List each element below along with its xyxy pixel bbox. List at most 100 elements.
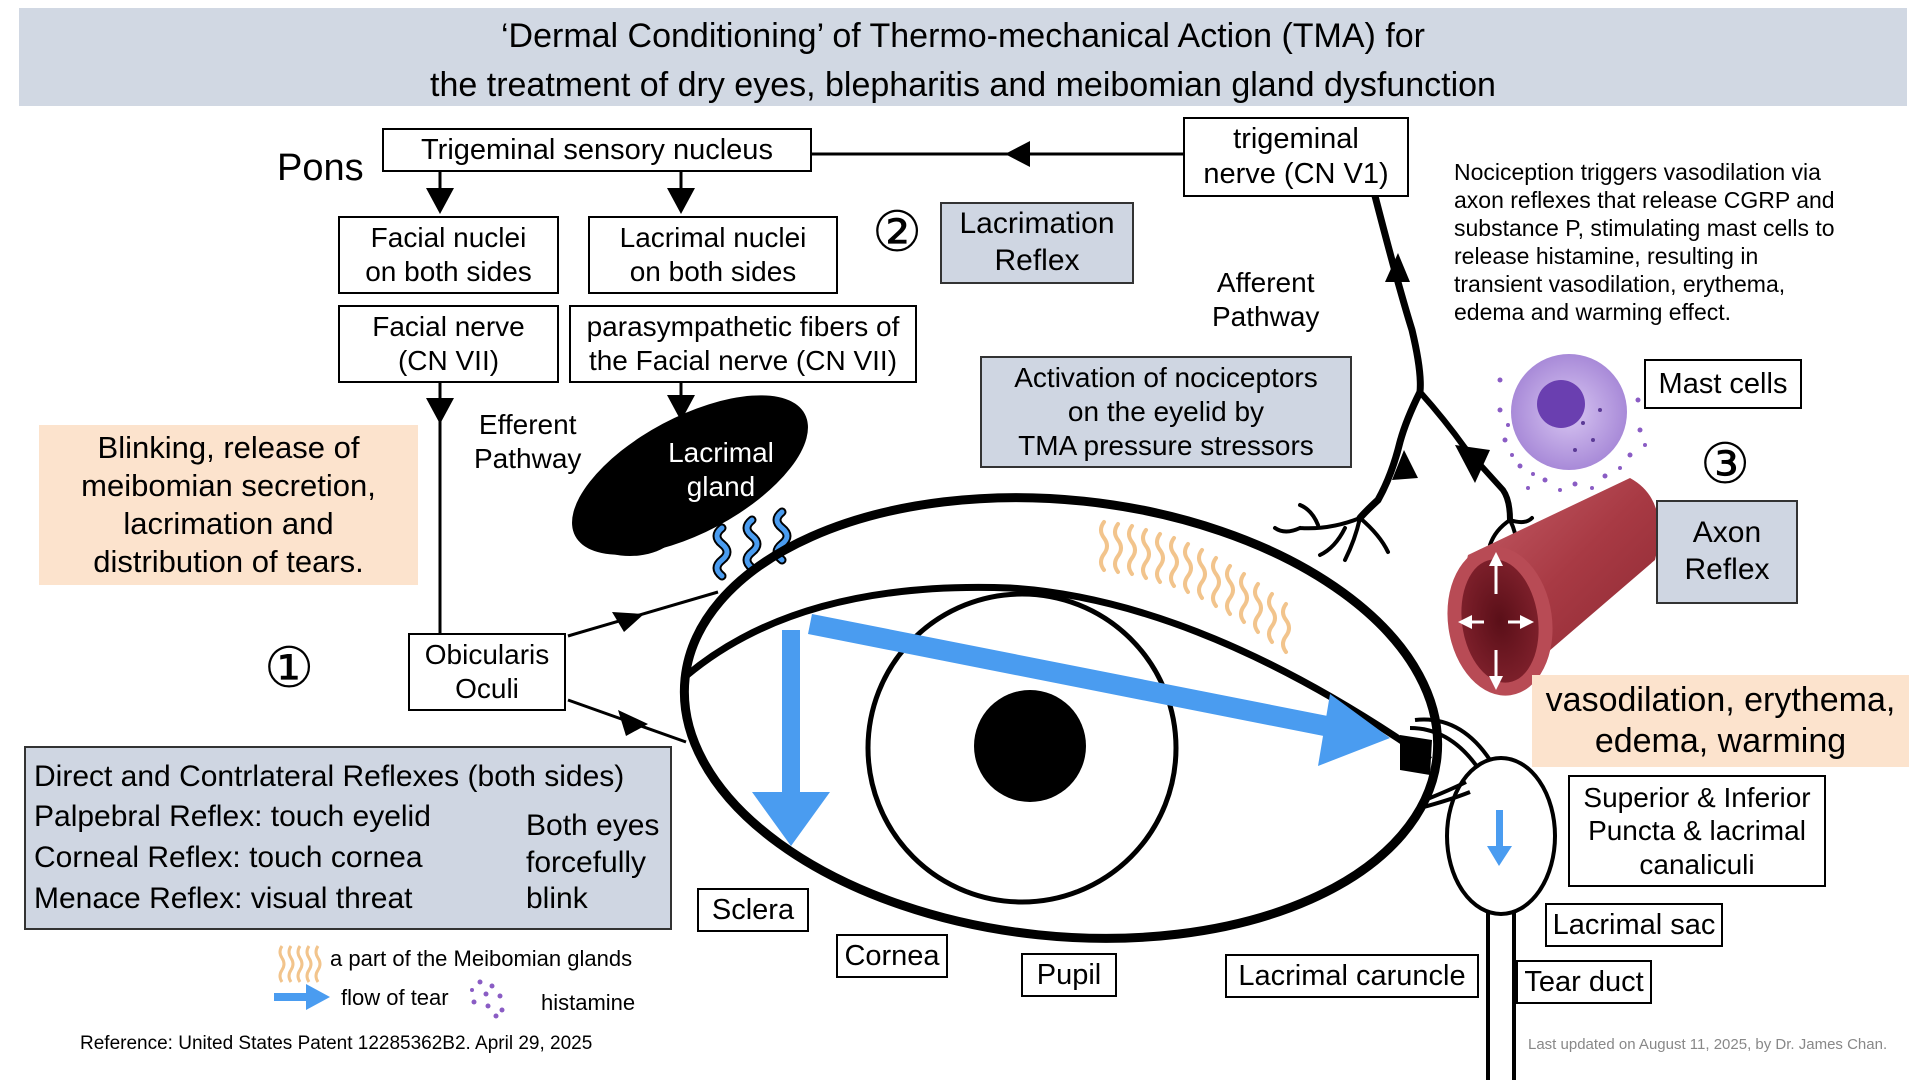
reflexes-header: Direct and Contrlateral Reflexes (both s… — [34, 760, 625, 793]
trigeminal-sensory-nucleus-box: Trigeminal sensory nucleus — [382, 128, 812, 172]
nociception-line-5: transient vasodilation, erythema, — [1454, 271, 1786, 298]
nociceptor-activation-box: Activation of nociceptors on the eyelid … — [980, 356, 1352, 468]
parasympathetic-line-1: parasympathetic fibers of — [586, 311, 900, 343]
vasodilation-line-2: edema, warming — [1594, 722, 1847, 760]
afferent-pathway-label: Afferent Pathway — [1212, 266, 1319, 333]
pupil-text: Pupil — [1036, 958, 1102, 991]
nerve-branch-icon — [1273, 192, 1534, 562]
cornea-label: Cornea — [836, 934, 948, 978]
legend-histamine-text: histamine — [541, 990, 636, 1015]
efferent-line-2: Pathway — [474, 442, 582, 474]
menace-reflex-row: Menace Reflex: visual threat — [34, 882, 413, 915]
sclera-text: Sclera — [711, 893, 795, 926]
trigeminal-sensory-nucleus-text: Trigeminal sensory nucleus — [421, 133, 773, 166]
blinking-line-1: Blinking, release of — [97, 430, 360, 466]
nociception-line-3: substance P, stimulating mast cells to — [1454, 215, 1835, 242]
legend-flow-text: flow of tear — [341, 985, 449, 1010]
facial-nerve-line-2: (CN VII) — [397, 345, 500, 376]
pons-label: Pons — [277, 147, 364, 189]
lacrimal-gland-line-1: Lacrimal — [668, 437, 774, 468]
facial-nuclei-line-2: on both sides — [365, 256, 532, 287]
parasympathetic-fibers-box: parasympathetic fibers of the Facial ner… — [569, 305, 917, 383]
axon-reflex-line-1: Axon — [1692, 516, 1762, 550]
mast-cell-icon — [1497, 354, 1647, 492]
obicularis-oculi-box: Obicularis Oculi — [408, 633, 566, 711]
reflex-result: Both eyes forcefully blink — [526, 808, 659, 918]
axon-reflex-line-2: Reflex — [1684, 553, 1770, 586]
title-line-2: the treatment of dry eyes, blepharitis a… — [430, 66, 1496, 104]
activation-line-2: on the eyelid by — [1067, 395, 1265, 427]
eye-shape — [679, 493, 1443, 943]
step-one-marker: ① — [264, 636, 315, 699]
blinking-line-3: lacrimation and — [123, 506, 334, 541]
vasodilation-line-1: vasodilation, erythema, — [1545, 680, 1896, 719]
lacrimal-nuclei-line-1: Lacrimal nuclei — [619, 222, 807, 254]
tear-duct-text: Tear duct — [1524, 965, 1644, 998]
nociception-description: Nociception triggers vasodilation via ax… — [1454, 158, 1835, 326]
title-line-1: ‘Dermal Conditioning’ of Thermo-mechanic… — [500, 17, 1425, 55]
puncta-line-1: Superior & Inferior — [1583, 781, 1811, 813]
sclera-label: Sclera — [697, 888, 809, 932]
facial-nerve-box: Facial nerve (CN VII) — [338, 305, 559, 383]
trigeminal-nerve-line-2: nerve (CN V1) — [1203, 158, 1389, 190]
title-banner: ‘Dermal Conditioning’ of Thermo-mechanic… — [19, 8, 1907, 106]
blinking-line-2: meibomian secretion, — [81, 468, 376, 504]
reflex-result-line-2: forcefully — [526, 845, 647, 879]
nociception-line-4: release histamine, resulting in — [1454, 243, 1759, 270]
lacrimal-caruncle-label: Lacrimal caruncle — [1225, 954, 1479, 998]
trigeminal-nerve-line-1: trigeminal — [1233, 123, 1359, 156]
blinking-effect-box: Blinking, release of meibomian secretion… — [39, 425, 418, 585]
tear-duct-label: Tear duct — [1516, 960, 1652, 1004]
step-two-marker: ② — [872, 200, 923, 263]
lacrimal-caruncle-text: Lacrimal caruncle — [1238, 959, 1466, 992]
pupil-label: Pupil — [1021, 953, 1117, 997]
facial-nuclei-box: Facial nuclei on both sides — [338, 216, 559, 294]
step-three-marker: ③ — [1700, 432, 1751, 495]
reference-text: Reference: United States Patent 12285362… — [80, 1033, 593, 1054]
lacrimation-reflex-line-1: Lacrimation — [959, 207, 1115, 241]
facial-nuclei-line-1: Facial nuclei — [370, 222, 527, 254]
reflex-result-line-1: Both eyes — [526, 809, 660, 842]
lacrimal-gland-line-2: gland — [686, 470, 756, 502]
puncta-label: Superior & Inferior Puncta & lacrimal ca… — [1568, 775, 1826, 887]
cornea-text: Cornea — [844, 939, 940, 972]
parasympathetic-line-2: the Facial nerve (CN VII) — [588, 345, 898, 376]
lacrimal-sac-label: Lacrimal sac — [1545, 903, 1723, 947]
facial-nerve-line-1: Facial nerve — [372, 311, 525, 343]
lacrimal-nuclei-box: Lacrimal nuclei on both sides — [588, 216, 838, 294]
palpebral-reflex-row: Palpebral Reflex: touch eyelid — [34, 800, 431, 833]
reflex-result-line-3: blink — [526, 882, 588, 916]
meibomian-gland-squiggles — [1099, 520, 1291, 654]
legend-meibomian-text: a part of the Meibomian glands — [330, 946, 633, 971]
tear-flow-arrows — [752, 614, 1512, 866]
lacrimal-gland-label: Lacrimal gland — [658, 436, 784, 503]
efferent-pathway-label: Efferent Pathway — [474, 408, 581, 475]
legend-flow-swatch — [274, 984, 330, 1010]
nociception-line-1: Nociception triggers vasodilation via — [1454, 159, 1821, 185]
lacrimation-reflex-box: Lacrimation Reflex — [940, 202, 1134, 284]
reflexes-box: Direct and Contrlateral Reflexes (both s… — [24, 746, 672, 930]
pathway-connectors — [426, 141, 1183, 744]
afferent-line-2: Pathway — [1212, 300, 1320, 332]
last-updated-text: Last updated on August 11, 2025, by Dr. … — [1528, 1036, 1888, 1053]
efferent-line-1: Efferent — [478, 409, 577, 440]
trigeminal-nerve-box: trigeminal nerve (CN V1) — [1183, 117, 1409, 197]
puncta-line-3: canaliculi — [1639, 848, 1755, 880]
lacrimal-gland-shape — [572, 395, 808, 556]
nociception-line-2: axon reflexes that release CGRP and — [1454, 187, 1835, 214]
corneal-reflex-row: Corneal Reflex: touch cornea — [34, 841, 423, 874]
puncta-line-2: Puncta & lacrimal — [1588, 815, 1806, 847]
obicularis-line-1: Obicularis — [424, 639, 550, 671]
activation-line-3: TMA pressure stressors — [1018, 430, 1314, 462]
legend-meibomian-swatch — [278, 945, 322, 983]
lacrimal-sac-text: Lacrimal sac — [1552, 908, 1716, 941]
obicularis-line-2: Oculi — [455, 673, 519, 704]
lacrimal-nuclei-line-2: on both sides — [629, 256, 797, 287]
lacrimal-drainage — [1409, 717, 1557, 1080]
blood-vessel-icon — [1447, 478, 1660, 696]
nociception-line-6: edema and warming effect. — [1454, 299, 1732, 326]
mast-cells-box: Mast cells — [1644, 359, 1802, 409]
legend-histamine-swatch — [470, 979, 505, 1019]
vasodilation-effect-box: vasodilation, erythema, edema, warming — [1532, 675, 1909, 767]
activation-line-1: Activation of nociceptors — [1014, 361, 1318, 393]
